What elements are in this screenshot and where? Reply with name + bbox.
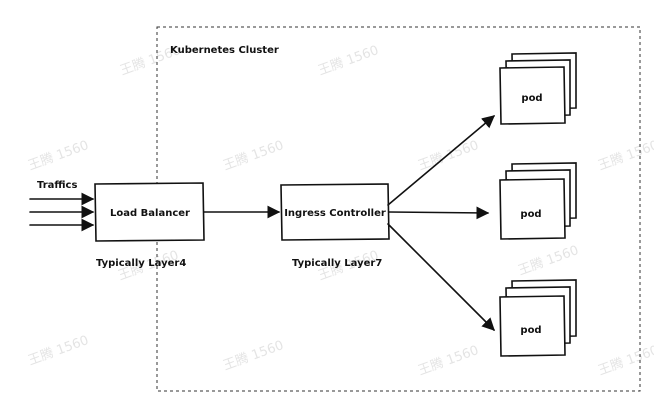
watermark: 王腾 1560 xyxy=(596,342,654,379)
ingress-controller-caption: Typically Layer7 xyxy=(292,258,382,269)
pod-label: pod xyxy=(521,93,542,104)
watermark: 王腾 1560 xyxy=(596,137,654,174)
load-balancer: Load Balancer Typically Layer4 xyxy=(94,182,205,269)
traffic-label: Traffics xyxy=(37,180,77,191)
load-balancer-caption: Typically Layer4 xyxy=(96,258,186,269)
pod-label: pod xyxy=(520,209,541,220)
ingress-to-pod-arrow xyxy=(388,206,490,220)
watermark: 王腾 1560 xyxy=(221,137,286,174)
ingress-controller-box xyxy=(280,183,390,241)
watermark: 王腾 1560 xyxy=(516,242,581,279)
ingress-controller-label: Ingress Controller xyxy=(284,208,386,219)
ingress-to-pod-arrow xyxy=(387,223,495,331)
watermark: 王腾 1560 xyxy=(221,337,286,374)
pod-stack: pod xyxy=(499,162,577,240)
watermark: 王腾 1560 xyxy=(26,137,91,174)
pod-card xyxy=(499,178,566,240)
pod-stack: pod xyxy=(499,279,577,357)
watermark: 王腾 1560 xyxy=(316,42,381,79)
ingress-controller: Ingress Controller Typically Layer7 xyxy=(280,183,390,269)
cluster-title: Kubernetes Cluster xyxy=(170,45,279,56)
pod-stack: pod xyxy=(499,52,577,125)
load-balancer-label: Load Balancer xyxy=(110,208,190,219)
ingress-to-pod-arrow xyxy=(387,115,495,206)
pod-card xyxy=(499,295,566,357)
traffic-group: Traffics xyxy=(29,180,95,232)
pod-card xyxy=(499,66,566,125)
load-balancer-box xyxy=(94,182,205,242)
watermark: 王腾 1560 xyxy=(416,137,481,174)
pod-label: pod xyxy=(520,325,541,336)
watermark: 王腾 1560 xyxy=(416,342,481,379)
watermark: 王腾 1560 xyxy=(26,332,91,369)
